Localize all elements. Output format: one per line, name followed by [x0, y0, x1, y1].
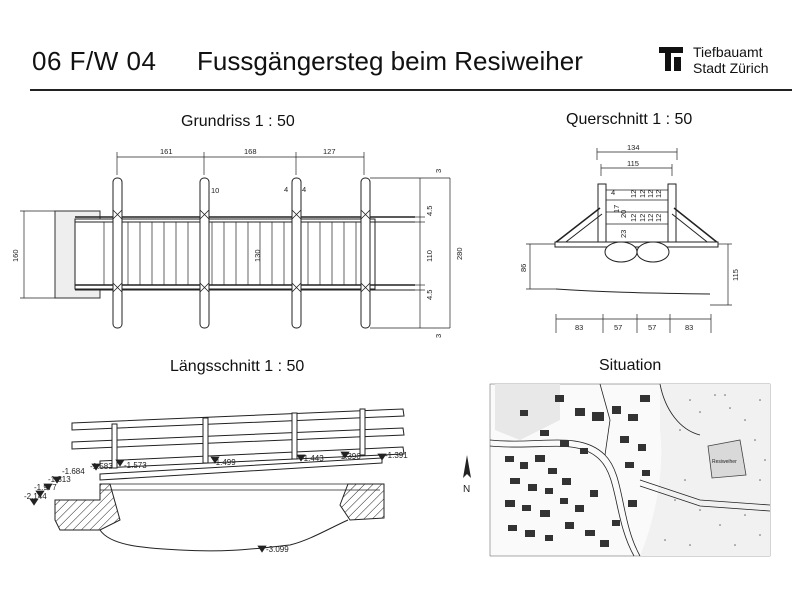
section-v11: 12	[629, 190, 638, 198]
map-roads	[489, 383, 771, 557]
long-level-markers	[29, 451, 387, 553]
section-float-right	[636, 241, 670, 263]
section-dim-bottom	[555, 314, 712, 333]
plan-span-3: 127	[323, 147, 336, 156]
section-dim-b2: 57	[614, 323, 622, 332]
section-v1: 4	[611, 188, 615, 197]
org-city: Stadt Zürich	[693, 60, 769, 76]
map-buildings	[505, 395, 650, 547]
long-deck	[99, 457, 383, 481]
plan-dim-r5: 3	[434, 334, 443, 338]
level-6: -1.573	[124, 461, 147, 470]
section-strut-right	[673, 207, 719, 244]
drawing-code: 06 F/W 04	[32, 46, 157, 76]
section-v2: 17	[612, 205, 621, 213]
plan-post-width-3: 4	[302, 185, 306, 194]
section-v5: 12	[638, 190, 647, 198]
section-dim-sides	[526, 243, 732, 306]
section-v9: 12	[654, 190, 663, 198]
level-5: -1.583	[90, 462, 113, 471]
section-v3: 20	[619, 210, 628, 218]
level-1: -1.684	[62, 467, 85, 476]
plan-deck	[74, 218, 376, 290]
level-7: -1.499	[213, 458, 236, 467]
long-posts	[111, 408, 366, 469]
plan-dim-top	[116, 152, 365, 175]
level-8: -1.443	[301, 454, 324, 463]
plan-post-crosses	[112, 209, 371, 293]
map-pond	[707, 439, 747, 479]
section-dim-b1: 83	[575, 323, 583, 332]
section-dim-134: 134	[627, 143, 640, 152]
level-11: -3.099	[266, 545, 289, 554]
section-dim-115: 115	[627, 159, 639, 168]
header-rule	[30, 89, 792, 91]
long-riverbed	[99, 519, 349, 552]
map-forest-dots	[664, 394, 766, 546]
section-v10: 12	[654, 214, 663, 222]
section-v4: 23	[619, 230, 628, 238]
plan-post-width-1: 10	[211, 186, 219, 195]
plan-span-2: 168	[244, 147, 257, 156]
section-v12: 12	[629, 214, 638, 222]
section-v6: 12	[638, 214, 647, 222]
level-3: -1.977	[34, 483, 57, 492]
plan-post-width-2: 4	[284, 185, 288, 194]
plan-posts	[112, 177, 371, 329]
plan-dim-r3: 110	[425, 250, 434, 262]
plan-dim-right	[370, 177, 451, 329]
plan-dim-r2: 4.5	[425, 206, 434, 216]
plan-dim-left	[20, 210, 55, 299]
map-forest	[640, 384, 770, 556]
section-dim-115-right: 115	[731, 269, 740, 281]
situation-title: Situation	[599, 357, 662, 374]
section-dim-top	[596, 148, 678, 176]
section-dim-b3: 57	[648, 323, 656, 332]
section-v7: 12	[646, 190, 655, 198]
drawing-title: Fussgängersteg beim Resiweiher	[197, 46, 583, 76]
plan-span-1: 161	[160, 147, 173, 156]
plan-dim-inner: 130	[253, 249, 262, 262]
long-abutment-right	[339, 483, 385, 521]
section-strut-left	[554, 207, 601, 244]
north-arrow-icon: N	[463, 455, 471, 495]
map-pond-label: Resiweiher	[712, 459, 737, 465]
section-deck	[554, 241, 719, 248]
section-title: Querschnitt 1 : 50	[566, 111, 693, 128]
level-2: -1.813	[48, 475, 71, 484]
section-v8: 12	[646, 214, 655, 222]
section-strut-right-2	[671, 213, 712, 246]
long-section-title: Längsschnitt 1 : 50	[170, 358, 305, 375]
tiefbauamt-logo-icon	[659, 47, 683, 71]
plan-dim-total: 280	[455, 247, 464, 260]
org-name: Tiefbauamt	[693, 44, 763, 60]
section-ground	[555, 288, 711, 295]
level-4: -2.144	[24, 492, 47, 501]
level-10: -1.391	[385, 451, 408, 460]
plan-title: Grundriss 1 : 50	[181, 113, 295, 130]
section-strut-left-2	[561, 213, 603, 246]
plan-dim-left-160: 160	[11, 249, 20, 262]
section-rails	[606, 189, 668, 225]
section-dim-86: 86	[519, 264, 528, 272]
plan-dim-r4: 4.5	[425, 290, 434, 300]
long-abutment-left	[54, 483, 121, 531]
north-label: N	[463, 484, 470, 495]
plan-dim-r1: 3	[434, 169, 443, 173]
level-9: -1.396	[338, 452, 361, 461]
section-dim-b4: 83	[685, 323, 693, 332]
